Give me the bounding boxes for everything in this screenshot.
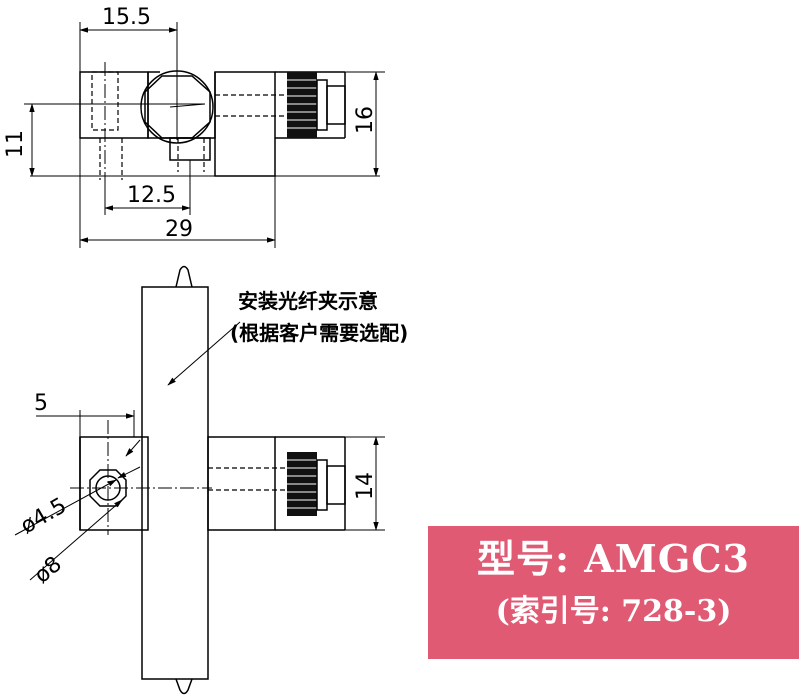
index-number: (索引号: 728-3) [495, 594, 732, 629]
dim-12-5: 12.5 [127, 183, 176, 208]
top-view: 15.5 16 11 12.5 29 [3, 5, 385, 248]
model-number: 型号: AMGC3 [477, 536, 750, 581]
knurled-knob [287, 72, 317, 138]
note-line-2: (根据客户需要选配) [230, 321, 408, 345]
left-block [79, 71, 149, 139]
dim-d8: ø8 [30, 552, 67, 589]
model-info-box: 型号: AMGC3 (索引号: 728-3) [428, 526, 799, 659]
dim-16: 16 [353, 106, 378, 134]
note-line-1: 安装光纤夹示意 [238, 289, 378, 313]
dim-11: 11 [3, 130, 28, 158]
dim-d4-5: ø4.5 [17, 493, 71, 539]
dim-15-5: 15.5 [102, 5, 151, 30]
dim-29: 29 [165, 217, 193, 242]
dim-14: 14 [353, 472, 378, 500]
dim-5: 5 [34, 391, 48, 416]
side-view: 5 14 ø4.5 ø8 [14, 265, 385, 695]
model-box-bg [428, 526, 799, 659]
fiber-rod [141, 286, 209, 680]
right-body [214, 71, 276, 177]
middle-body [147, 72, 216, 139]
side-right-body [207, 436, 276, 531]
